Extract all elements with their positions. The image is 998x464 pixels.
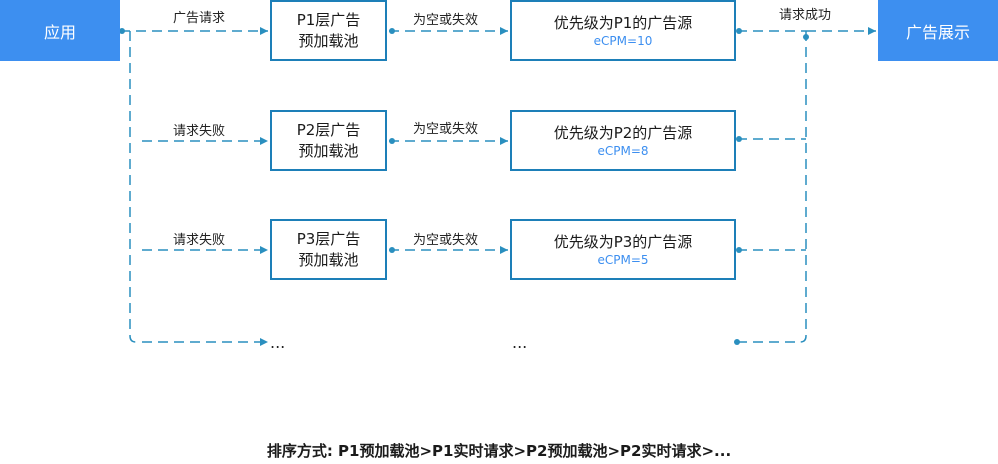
more-sources-ellipsis: ...: [512, 333, 528, 352]
p1-ad-source: 优先级为P1的广告源 eCPM=10: [510, 0, 736, 61]
p2-preload-pool: P2层广告 预加载池: [270, 110, 387, 171]
label-ad-request: 广告请求: [173, 11, 226, 26]
ad-display-label: 广告展示: [905, 22, 970, 42]
more-pools-ellipsis: ...: [270, 333, 286, 352]
p3-ecpm: eCPM=5: [597, 252, 649, 267]
label-request-fail-2: 请求失败: [173, 233, 226, 248]
p3-preload-pool: P3层广告 预加载池: [270, 219, 387, 280]
label-empty-or-fail-1: 为空或失效: [413, 13, 479, 28]
left-trunk-line: [129, 31, 137, 343]
label-request-fail-1: 请求失败: [173, 124, 226, 139]
p1-pool-line1: P1层广告: [296, 10, 361, 29]
p1-pool-line2: 预加载池: [298, 31, 359, 50]
ad-display-box: 广告展示: [878, 0, 998, 61]
p2-ad-source: 优先级为P2的广告源 eCPM=8: [510, 110, 736, 171]
p1-source-name: 优先级为P1的广告源: [553, 13, 693, 32]
p2-ecpm: eCPM=8: [597, 143, 649, 158]
p3-ad-source: 优先级为P3的广告源 eCPM=5: [510, 219, 736, 280]
p3-pool-line1: P3层广告: [296, 229, 361, 248]
label-request-success: 请求成功: [779, 8, 832, 23]
p2-pool-line1: P2层广告: [296, 120, 361, 139]
p3-source-name: 优先级为P3的广告源: [553, 232, 693, 251]
p1-preload-pool: P1层广告 预加载池: [270, 0, 387, 61]
label-empty-or-fail-2: 为空或失效: [413, 122, 479, 137]
label-empty-or-fail-3: 为空或失效: [413, 233, 479, 248]
p1-ecpm: eCPM=10: [593, 33, 653, 48]
app-label: 应用: [43, 22, 76, 42]
sorting-rule-caption: 排序方式: P1预加载池>P1实时请求>P2预加载池>P2实时请求>...: [266, 442, 732, 460]
right-trunk-line: [799, 31, 807, 343]
app-box: 应用: [0, 0, 120, 61]
p2-pool-line2: 预加载池: [298, 141, 359, 160]
p3-pool-line2: 预加载池: [298, 250, 359, 269]
junction-dots: [119, 28, 809, 345]
p2-source-name: 优先级为P2的广告源: [553, 123, 693, 142]
